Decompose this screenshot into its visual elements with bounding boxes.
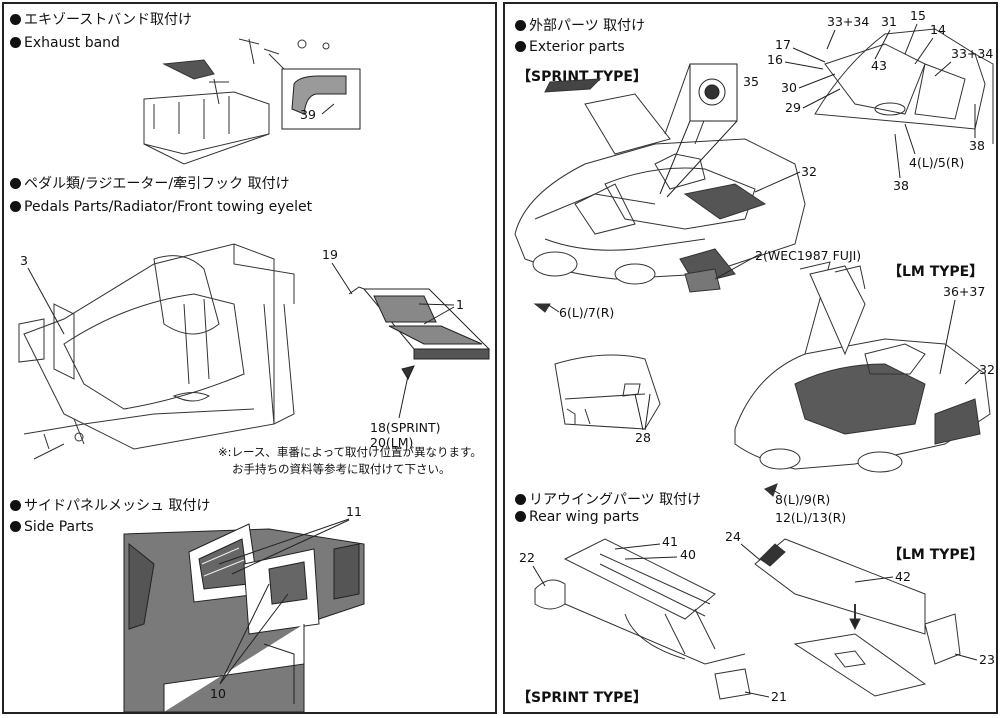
part-label-2-wec: 2(WEC1987 FUJI): [755, 248, 861, 263]
leader-3: [27, 267, 65, 335]
rearwing-lm-drawing: [754, 538, 961, 697]
exterior-lm-label: 【LM TYPE】: [888, 264, 984, 280]
sprint-car-drawing: [514, 63, 806, 313]
side-title-jp: サイドパネルメッシュ 取付け: [10, 496, 210, 516]
part-label-32-b: 32: [979, 362, 995, 377]
part-label-20-lm: 20(LM): [370, 435, 413, 450]
part-label-11: 11: [346, 504, 362, 519]
rearwing-sprint-label: 【SPRINT TYPE】: [517, 690, 647, 706]
pedals-title-jp: ペダル類/ラジエーター/牽引フック 取付け: [10, 174, 290, 194]
part-label-29: 29: [785, 100, 801, 115]
side-parts-drawing: [123, 523, 365, 712]
part-label-15: 15: [910, 8, 926, 23]
part-label-16: 16: [767, 52, 783, 67]
lm-car-drawing: [734, 261, 991, 497]
exhaust-title-en: Exhaust band: [10, 33, 120, 53]
leader-10a: [219, 583, 270, 685]
leader-11a: [218, 518, 350, 565]
right-drawings: 33+34 31 15 14 17 16 43 33+34 30 29 38 4…: [514, 8, 995, 704]
part-label-6l-7r: 6(L)/7(R): [559, 305, 614, 320]
part-label-10: 10: [210, 686, 226, 701]
exterior-sprint-label: 【SPRINT TYPE】: [517, 69, 647, 85]
note-line-1: ※:レース、車番によって取付け位置が異なります。: [218, 445, 482, 459]
part-label-33-34-a: 33+34: [827, 14, 869, 29]
exhaust-chassis-drawing: [143, 38, 361, 165]
detail-35-inset: [659, 63, 738, 198]
right-panel: 外部パーツ 取付け Exterior parts 【SPRINT TYPE】 【…: [503, 2, 998, 714]
exhaust-title-jp: エキゾーストバンド取付け: [10, 10, 192, 30]
leader-39: [321, 103, 335, 115]
pedals-part-labels: 3 19 1 18(SPRINT) 20(LM): [20, 247, 464, 450]
part-label-38-a: 38: [969, 138, 985, 153]
part-label-23: 23: [979, 652, 995, 667]
part-label-17: 17: [775, 37, 791, 52]
exterior-leaders: [546, 23, 981, 495]
part-label-30: 30: [781, 80, 797, 95]
side-title-en: Side Parts: [10, 517, 94, 537]
rearwing-leaders: [532, 543, 978, 698]
part-label-41: 41: [662, 534, 678, 549]
leader-1b: [423, 306, 455, 325]
pedals-chassis-drawing: [18, 243, 295, 460]
part-label-31: 31: [881, 14, 897, 29]
exterior-title-jp: 外部パーツ 取付け: [515, 16, 645, 36]
part-label-3: 3: [20, 253, 28, 268]
part-label-19: 19: [322, 247, 338, 262]
rearwing-lm-label: 【LM TYPE】: [888, 547, 984, 563]
part-label-8l-9r: 8(L)/9(R): [775, 492, 830, 507]
part-label-33-34-b: 33+34: [951, 46, 993, 61]
part-label-12l-13r: 12(L)/13(R): [775, 510, 846, 525]
exhaust-part-labels: 39: [300, 103, 335, 122]
leader-19: [331, 262, 353, 295]
part-label-4l-5r: 4(L)/5(R): [909, 155, 964, 170]
part-label-1: 1: [456, 297, 464, 312]
part-label-40: 40: [680, 547, 696, 562]
part-label-38-b: 38: [893, 178, 909, 193]
part-label-36-37: 36+37: [943, 284, 985, 299]
part-label-42: 42: [895, 569, 911, 584]
exterior-part-labels: 33+34 31 15 14 17 16 43 33+34 30 29 38 4…: [559, 8, 995, 525]
note-line-2: お手持ちの資料等参考に取付けて下さい。: [232, 462, 451, 476]
leader-10b: [219, 593, 289, 685]
left-drawings: 39 3 19: [18, 38, 491, 712]
rearwing-part-labels: 41 40 22 21 24 42 23: [519, 529, 995, 704]
part-label-32-a: 32: [801, 164, 817, 179]
side-part-labels: 11 10: [210, 504, 362, 701]
leader-11b: [231, 519, 350, 575]
rearwing-title-jp: リアウイングパーツ 取付け: [515, 490, 701, 510]
part-label-21: 21: [771, 689, 787, 704]
part-label-39: 39: [300, 107, 316, 122]
pedals-title-en: Pedals Parts/Radiator/Front towing eyele…: [10, 197, 312, 217]
part-label-43: 43: [871, 58, 887, 73]
part-label-14: 14: [930, 22, 946, 37]
left-panel: エキゾーストバンド取付け Exhaust band ペダル類/ラジエーター/牽引…: [2, 2, 497, 714]
leader-1a: [418, 303, 455, 306]
exterior-title-en: Exterior parts: [515, 37, 625, 57]
part-label-18-sprint: 18(SPRINT): [370, 420, 441, 435]
rearwing-sprint-drawing: [534, 538, 751, 700]
part-label-24: 24: [725, 529, 741, 544]
rearwing-title-en: Rear wing parts: [515, 507, 639, 527]
part-label-28: 28: [635, 430, 651, 445]
side-detail-28-drawing: [554, 354, 661, 430]
leader-18: [398, 375, 409, 419]
part-label-35: 35: [743, 74, 759, 89]
radiator-drawing: [348, 286, 491, 381]
part-label-22: 22: [519, 550, 535, 565]
inset-leader: [659, 120, 691, 195]
